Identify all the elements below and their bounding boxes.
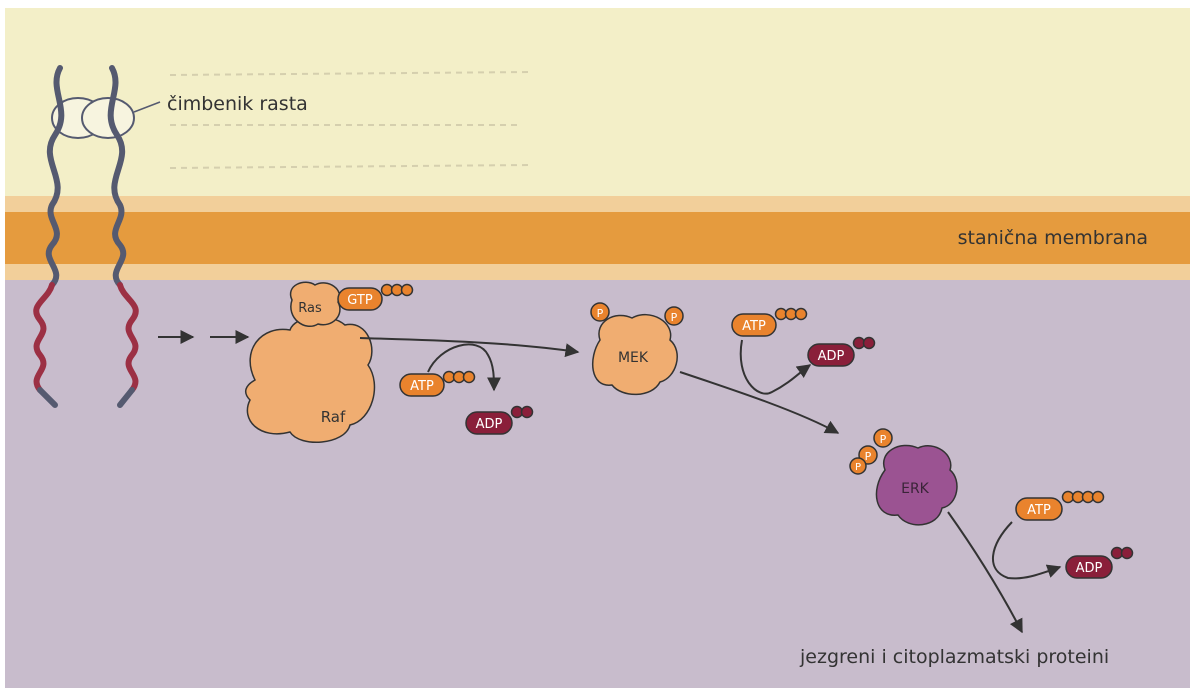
growth-factor	[52, 98, 134, 138]
atp-label-3: ATP	[1027, 503, 1051, 518]
ras-protein: Ras	[291, 282, 340, 326]
adp-label-2: ADP	[818, 349, 845, 364]
ras-label: Ras	[298, 301, 322, 316]
phosphate-erk-3: P	[850, 458, 866, 474]
cytoplasm	[5, 280, 1190, 688]
atp-label-2: ATP	[742, 319, 766, 334]
phosphate-erk-1-label: P	[880, 433, 887, 446]
membrane-label: stanična membrana	[958, 227, 1148, 249]
adp-label-3: ADP	[1076, 561, 1103, 576]
adp-label-1: ADP	[476, 417, 503, 432]
membrane-top-edge	[5, 196, 1190, 214]
phosphate-erk-3-label: P	[855, 462, 861, 473]
growth-factor-label: čimbenik rasta	[167, 93, 308, 115]
mek-label: MEK	[618, 350, 649, 366]
raf-label: Raf	[321, 408, 346, 426]
phosphate-erk-1: P	[874, 429, 892, 447]
phosphate-mek-1: P	[591, 303, 609, 321]
raf-protein: Raf	[246, 317, 375, 442]
phosphate-mek-2: P	[665, 307, 683, 325]
phosphate-mek-2-label: P	[671, 311, 678, 324]
targets-label: jezgreni i citoplazmatski proteini	[799, 646, 1109, 668]
atp-label-1: ATP	[410, 379, 434, 394]
membrane-bottom-edge	[5, 264, 1190, 280]
erk-label: ERK	[901, 481, 930, 497]
phosphate-mek-1-label: P	[597, 307, 604, 320]
phosphate-erk-2-label: P	[865, 450, 872, 463]
gtp-label: GTP	[347, 293, 373, 308]
